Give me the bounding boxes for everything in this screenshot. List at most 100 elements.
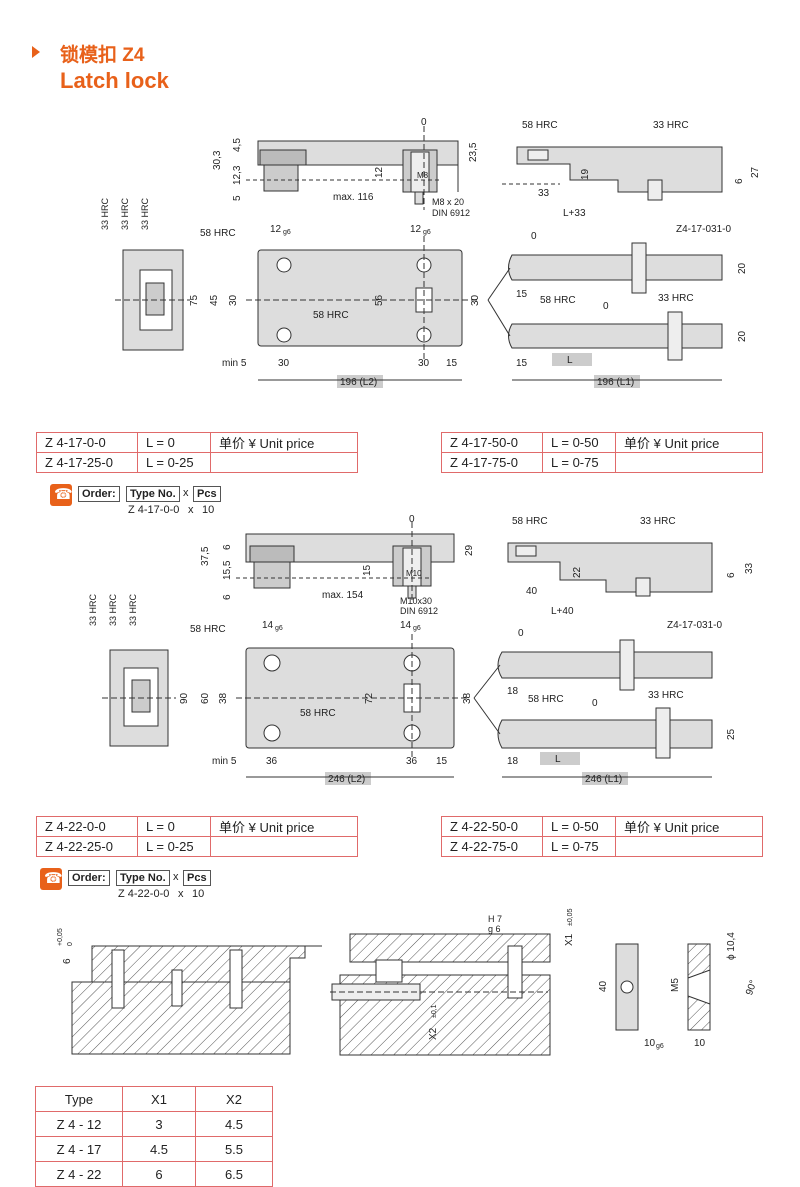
x-dimension-table: Type X1 X2 Z 4 - 12 3 4.5 Z 4 - 17 4.5 5…: [35, 1086, 273, 1187]
s1-side-view: [246, 126, 459, 210]
type-cell: Z 4-22-75-0: [441, 836, 543, 857]
table-row: Z 4-22-0-0 L = 0 单价 ¥ Unit price: [36, 816, 358, 837]
s2-screw-2: DIN 6912: [400, 606, 438, 616]
length-cell: L = 0-25: [137, 452, 211, 473]
x2-cell: 5.5: [195, 1136, 273, 1162]
s2-hrc58-latch: 58 HRC: [528, 694, 564, 705]
s2-dim-6a: 6: [222, 544, 233, 550]
s1-price-table-left: Z 4-17-0-0 L = 0 单价 ¥ Unit price Z 4-17-…: [36, 432, 358, 473]
table-row: Z 4 - 12 3 4.5: [35, 1111, 273, 1137]
s1-dim-5: 5: [232, 195, 243, 201]
s1-dim-6: 6: [734, 178, 745, 184]
inst-m5: M5: [670, 978, 681, 992]
s1-hrc33-1: 33 HRC: [100, 197, 110, 230]
inst-phi: ϕ 10,4: [726, 932, 737, 960]
s2-r18-a: 18: [507, 686, 519, 697]
s2-dim-22: 22: [572, 566, 583, 578]
s1-dim-30h8-r: 30: [470, 294, 481, 306]
s1-g6-a: g6: [283, 229, 291, 236]
title-en: Latch lock: [60, 68, 169, 93]
price-cell: [615, 836, 763, 857]
s2-r18-b: 18: [507, 756, 519, 767]
price-cell: [615, 452, 763, 473]
s1-dim-75: 75: [189, 294, 200, 306]
s1-hrc58-plan: 58 HRC: [200, 228, 236, 239]
s1-l1: 196 (L1): [597, 377, 634, 388]
order-example: Z 4-17-0-0: [128, 504, 180, 516]
x1-cell: 4.5: [122, 1136, 196, 1162]
s1-b15: 15: [446, 358, 458, 369]
s2-g6-b: g6: [413, 625, 421, 632]
s1-dim-30h8: 30: [228, 294, 239, 306]
order-example: Z 4-22-0-0: [118, 888, 170, 900]
s1-b30-b: 30: [418, 358, 430, 369]
order-example-x: x: [178, 888, 184, 900]
inst-x2: X2: [428, 1027, 439, 1040]
s1-g6-b: g6: [423, 229, 431, 236]
s2-dim-90: 90: [179, 692, 190, 704]
s2-rL: L: [555, 754, 561, 765]
price-cell: [210, 836, 358, 857]
price-cell: [210, 452, 358, 473]
s1-b30-a: 30: [278, 358, 290, 369]
triangle-bullet-icon: [32, 46, 40, 58]
inst-g6: g 6: [488, 924, 501, 934]
s2-latch-side: [507, 542, 713, 597]
s2-dim-33: 33: [744, 562, 755, 574]
pcs-box: Pcs: [183, 870, 211, 886]
s1-dim-30-3: 30,3: [212, 150, 223, 170]
inst-h7: H 7: [488, 914, 502, 924]
s1-screw-2: DIN 6912: [432, 208, 470, 218]
s1-plan-view: [246, 236, 480, 360]
s2-g6-a: g6: [275, 625, 283, 632]
s2-price-table-right: Z 4-22-50-0 L = 0-50 单价 ¥ Unit price Z 4…: [441, 816, 763, 857]
s1-l2: 196 (L2): [340, 377, 377, 388]
length-cell: L = 0-25: [137, 836, 211, 857]
s2-order-info: Order: Type No. x Pcs Z 4-22-0-0 x 10: [40, 868, 240, 904]
s1-dim-l33: L+33: [563, 208, 586, 219]
s1-r20-b: 20: [737, 330, 748, 342]
x1-cell: 6: [122, 1161, 196, 1187]
price-cell: 单价 ¥ Unit price: [615, 816, 763, 837]
table-header-row: Type X1 X2: [35, 1086, 273, 1112]
s2-dim-38h8-r: 38: [462, 692, 473, 704]
s1-r15-a: 15: [516, 289, 528, 300]
s2-hrc58-inner: 58 HRC: [300, 708, 336, 719]
s2-side-view: [236, 522, 455, 604]
s1-hrc33-2: 33 HRC: [120, 197, 130, 230]
table-row: Z 4-22-25-0 L = 0-25: [36, 836, 358, 857]
type-cell: Z 4-22-25-0: [36, 836, 138, 857]
s1-dim-4-5: 4,5: [232, 138, 243, 152]
order-label: Order:: [78, 486, 120, 502]
s2-plan-view: [236, 634, 470, 760]
s1-dim-23-5: 23,5: [468, 142, 479, 162]
inst-tol6: +0,05: [57, 928, 64, 946]
s1-dim-45: 45: [209, 294, 220, 306]
s2-g14-b: 14: [400, 620, 412, 631]
s2-dim-37-5: 37,5: [200, 546, 211, 566]
s1-hrc58-side: 58 HRC: [522, 120, 558, 131]
s2-hrc33-side: 33 HRC: [640, 516, 676, 527]
table-row: Z 4-17-50-0 L = 0-50 单价 ¥ Unit price: [441, 432, 763, 453]
s1-m8: M8: [417, 171, 429, 180]
s2-b36-b: 36: [406, 756, 418, 767]
s1-screw-1: M8 x 20: [432, 197, 464, 207]
s2-price-table-left: Z 4-22-0-0 L = 0 单价 ¥ Unit price Z 4-22-…: [36, 816, 358, 857]
inst-x2-tol: ±0,1: [431, 1004, 438, 1018]
s2-l2: 246 (L2): [328, 774, 365, 785]
type-cell: Z 4-22-50-0: [441, 816, 543, 837]
inst-d40: 40: [598, 980, 609, 992]
s2-latch-plan: [473, 639, 713, 759]
s1-max: max. 116: [333, 192, 374, 203]
s2-dim-15: 15: [362, 564, 373, 576]
phone-icon: [50, 484, 73, 506]
table-row: Z 4 - 22 6 6.5: [35, 1161, 273, 1187]
s2-dim-60: 60: [200, 692, 211, 704]
x2-cell: 6.5: [195, 1161, 273, 1187]
type-cell: Z 4 - 12: [35, 1111, 123, 1137]
pcs-box: Pcs: [193, 486, 221, 502]
inst-x1: X1: [564, 933, 575, 946]
